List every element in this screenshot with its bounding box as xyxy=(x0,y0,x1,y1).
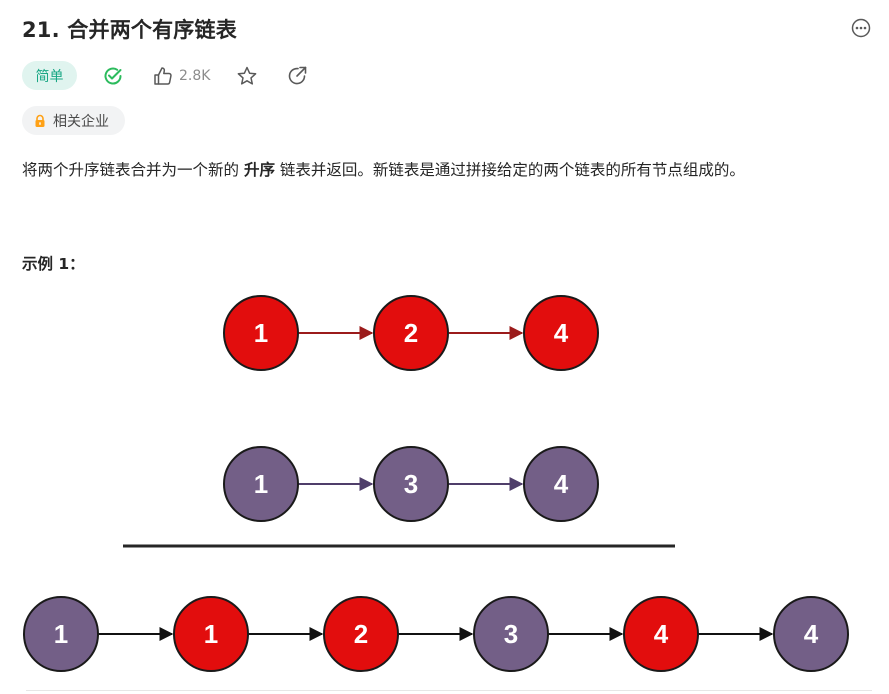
related-companies-tag[interactable]: 相关企业 xyxy=(22,106,125,135)
node-value: 3 xyxy=(404,469,418,499)
merged-row: 1 1 2 3 4 4 xyxy=(23,596,849,672)
lock-icon xyxy=(35,114,45,127)
node-value: 2 xyxy=(354,619,368,649)
list1-row: 1 2 4 xyxy=(223,295,599,371)
list-node: 4 xyxy=(773,596,849,672)
list-node: 3 xyxy=(373,446,449,522)
problem-description: 将两个升序链表合并为一个新的 升序 链表并返回。新链表是通过拼接给定的两个链表的… xyxy=(22,158,745,180)
list-node: 4 xyxy=(623,596,699,672)
example-title: 示例 1： xyxy=(22,255,85,273)
node-value: 1 xyxy=(54,619,68,649)
list-node: 2 xyxy=(373,295,449,371)
node-value: 4 xyxy=(804,619,819,649)
list-node: 1 xyxy=(223,295,299,371)
list2-row: 1 3 4 xyxy=(223,446,599,522)
node-value: 4 xyxy=(654,619,669,649)
linked-list-diagram: 1 2 4 1 3 4 xyxy=(23,295,849,672)
node-value: 1 xyxy=(204,619,218,649)
list-node: 1 xyxy=(173,596,249,672)
description-text-2: 链表并返回。新链表是通过拼接给定的两个链表的所有节点组成的。 xyxy=(274,161,745,179)
node-value: 4 xyxy=(554,318,569,348)
list-node: 1 xyxy=(23,596,99,672)
list-node: 4 xyxy=(523,446,599,522)
share-icon[interactable] xyxy=(286,65,308,87)
star-icon[interactable] xyxy=(236,65,258,87)
list-node: 1 xyxy=(223,446,299,522)
node-value: 1 xyxy=(254,318,268,348)
node-value: 3 xyxy=(504,619,518,649)
problem-title: 21. 合并两个有序链表 xyxy=(22,18,237,42)
description-text-1: 将两个升序链表合并为一个新的 xyxy=(22,161,244,179)
like-button[interactable]: 2.8K xyxy=(152,64,210,88)
like-count: 2.8K xyxy=(179,68,211,84)
list-node: 3 xyxy=(473,596,549,672)
node-value: 4 xyxy=(554,469,569,499)
more-circle-icon[interactable] xyxy=(851,18,871,38)
difficulty-badge[interactable]: 简单 xyxy=(22,61,77,90)
thumb-up-icon xyxy=(154,67,172,85)
section-divider xyxy=(26,690,872,691)
list-node: 2 xyxy=(323,596,399,672)
company-tag-label: 相关企业 xyxy=(53,113,109,130)
list-node: 4 xyxy=(523,295,599,371)
node-value: 2 xyxy=(404,318,418,348)
description-bold: 升序 xyxy=(243,161,275,179)
node-value: 1 xyxy=(254,469,268,499)
check-circle-icon[interactable] xyxy=(102,65,124,87)
